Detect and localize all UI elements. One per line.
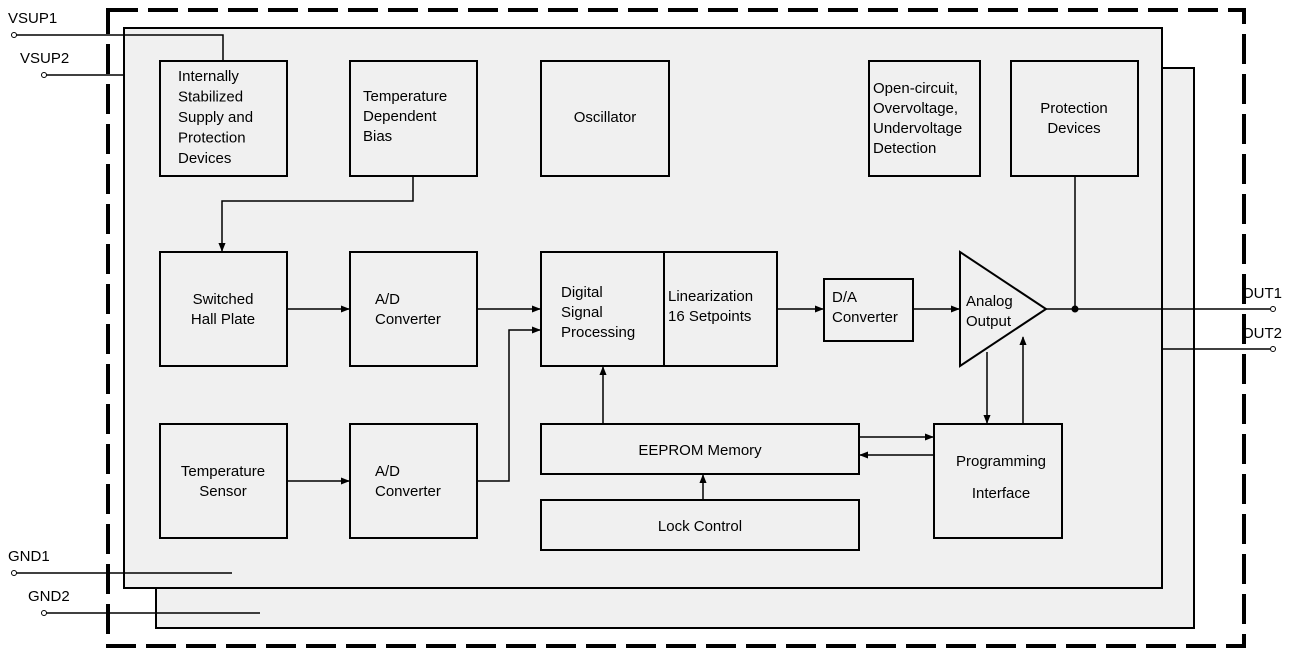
label-line: Converter [375, 311, 441, 328]
label-line: Lock Control [658, 518, 742, 535]
bias-to-hall-arrow [218, 176, 414, 252]
label-line: Linearization [668, 288, 753, 305]
gnd2-label: GND2 [28, 588, 70, 605]
out2-label: OUT2 [1242, 325, 1282, 342]
label-line: Switched [193, 291, 254, 308]
gnd2-pin [41, 610, 47, 616]
label-line: Converter [375, 483, 441, 500]
vsup1-wire [16, 34, 224, 61]
label-line: Analog [966, 293, 1013, 310]
linearization-label: Linearization 16 Setpoints [668, 288, 753, 325]
label-line: Protection [178, 130, 246, 147]
adc2-block [349, 423, 478, 539]
adc1-block [349, 251, 478, 367]
label-line: Overvoltage, [873, 100, 958, 117]
oscillator-block [540, 60, 670, 177]
label-line: D/A [832, 289, 857, 306]
out2-pin [1270, 346, 1276, 352]
label-line: Bias [363, 128, 392, 145]
label-line: Undervoltage [873, 120, 962, 137]
eeprom-label: EEPROM Memory [638, 442, 762, 459]
label-line: Sensor [199, 483, 247, 500]
label-line: Oscillator [574, 109, 637, 126]
label-line: Devices [1047, 120, 1100, 137]
label-line: Protection [1040, 100, 1108, 117]
label-line: EEPROM Memory [638, 442, 762, 459]
oscillator-label: Oscillator [574, 109, 637, 126]
vsup1-label: VSUP1 [8, 10, 57, 27]
label-line: Supply and [178, 109, 253, 126]
vsup2-label: VSUP2 [20, 50, 69, 67]
out1-pin [1270, 306, 1276, 312]
programming-interface-block [933, 423, 1063, 539]
label-line: Processing [561, 324, 635, 341]
lock-control-label: Lock Control [658, 518, 742, 535]
eeprom-block [540, 423, 860, 475]
label-line: 16 Setpoints [668, 308, 751, 325]
label-line: Temperature [181, 463, 265, 480]
vsup1-pin [11, 32, 17, 38]
junction-dot [1071, 305, 1079, 313]
adc1-label: A/D Converter [375, 291, 441, 328]
out1-label: OUT1 [1242, 285, 1282, 302]
analog-output-amplifier [959, 250, 1048, 368]
adc2-to-dsp-arrow [477, 326, 541, 482]
detection-block [868, 60, 981, 177]
label-line: Stabilized [178, 89, 243, 106]
protection-devices-block [1010, 60, 1139, 177]
vsup2-pin [41, 72, 47, 78]
dac-block [823, 278, 914, 342]
label-line: Temperature [363, 88, 447, 105]
label-line: Internally [178, 68, 239, 85]
package-outline [106, 8, 1246, 648]
label-line: Programming [956, 453, 1046, 470]
label-line: A/D [375, 291, 400, 308]
label-line: Detection [873, 140, 936, 157]
label-line: Devices [178, 150, 231, 167]
temperature-sensor-block [159, 423, 288, 539]
label-line: A/D [375, 463, 400, 480]
dac-label: D/A Converter [832, 289, 898, 326]
lock-control-block [540, 499, 860, 551]
gnd1-label: GND1 [8, 548, 50, 565]
label-line: Dependent [363, 108, 437, 125]
temperature-bias-block [349, 60, 478, 177]
dsp-block [540, 251, 778, 367]
hall-plate-block [159, 251, 288, 367]
label-line: Output [966, 313, 1012, 330]
label-line: Signal [561, 304, 603, 321]
label-line: Digital [561, 284, 603, 301]
gnd1-pin [11, 570, 17, 576]
label-line: Interface [972, 485, 1030, 502]
label-line: Open-circuit, [873, 80, 958, 97]
label-line: Converter [832, 309, 898, 326]
label-line: Hall Plate [191, 311, 255, 328]
adc2-label: A/D Converter [375, 463, 441, 500]
